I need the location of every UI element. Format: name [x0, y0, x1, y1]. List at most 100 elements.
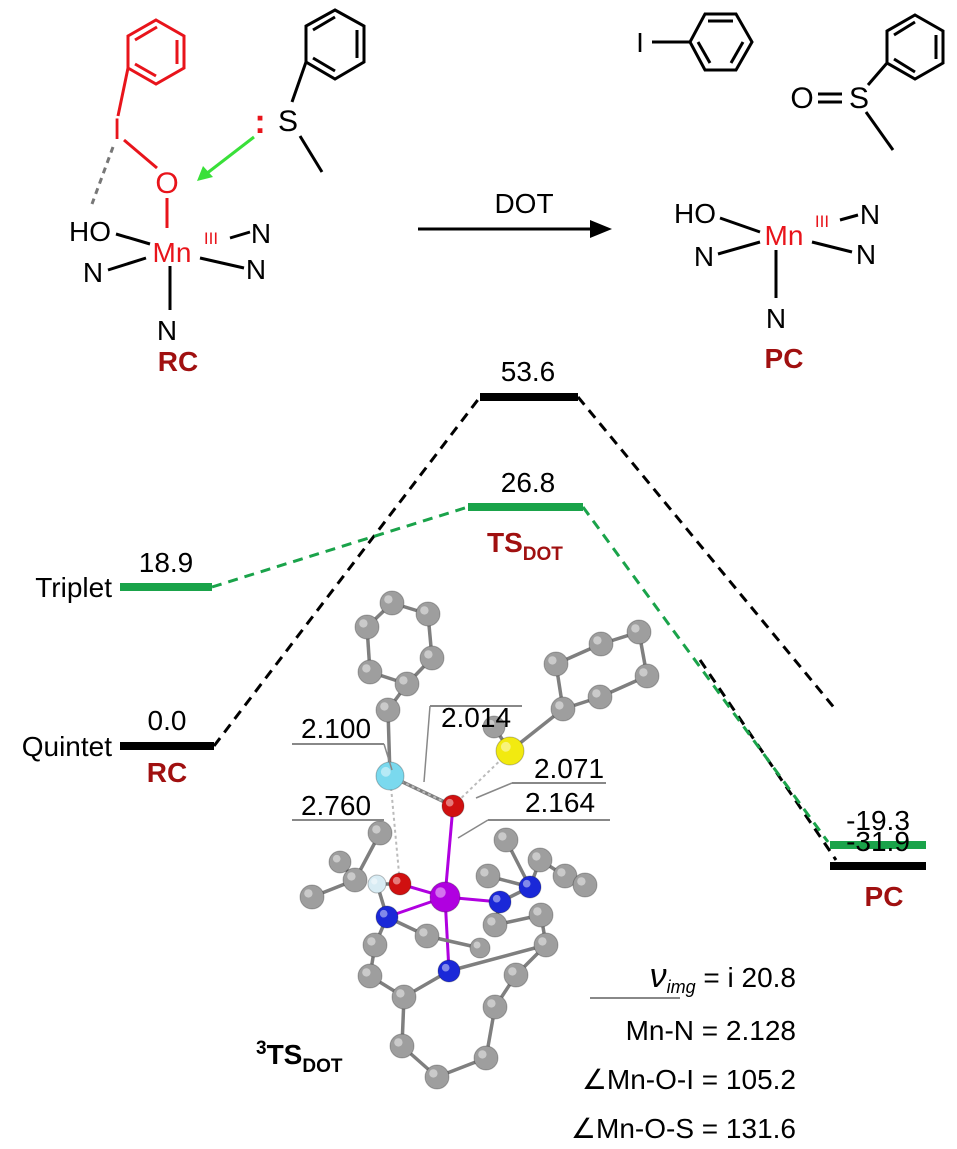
mn-n-distance: Mn-N = 2.128	[626, 1015, 796, 1046]
atom-highlight	[492, 894, 501, 903]
reaction-arrow-head	[590, 220, 612, 238]
carbon-atom	[473, 1045, 499, 1071]
iodine-oxygen-bond	[123, 138, 158, 170]
atom-highlight	[538, 937, 547, 946]
nitrogen-atom	[518, 875, 542, 899]
ring-iodine-bond	[116, 67, 130, 117]
atom-highlight	[424, 650, 433, 659]
atom-highlight	[508, 967, 517, 976]
atom-highlight	[522, 879, 531, 888]
atom-highlight	[593, 636, 602, 645]
nu-value: = i 20.8	[696, 962, 796, 993]
carbon-atom	[367, 820, 393, 846]
atom-highlight	[399, 676, 408, 685]
nu-subscript: img	[667, 977, 696, 997]
ring-double-bond	[134, 25, 158, 42]
carbon-atom	[328, 850, 352, 874]
ho-mn-bond	[719, 216, 761, 234]
ligand-n-label: N	[157, 315, 177, 346]
manganese-atom	[429, 881, 461, 913]
mn-n-bond	[199, 256, 245, 270]
carbon-atom	[587, 684, 613, 710]
ring-double-bond	[696, 41, 712, 64]
atom-highlight	[473, 941, 481, 949]
ring-sulfur-bond	[290, 61, 308, 103]
reaction-arrow-label: DOT	[494, 188, 553, 219]
atom-highlight	[577, 877, 586, 886]
carbon-atom	[552, 863, 578, 889]
atom-highlight	[380, 702, 389, 711]
ligand-n-label: N	[251, 218, 271, 249]
atom-highlight	[372, 825, 381, 834]
oxygen-atom-label: O	[155, 167, 178, 200]
quintet-state-label: Quintet	[22, 731, 112, 762]
atom-highlight	[631, 624, 640, 633]
ring-double-bond	[893, 20, 916, 37]
atom-highlight	[548, 656, 557, 665]
carbon-atom	[362, 932, 388, 958]
ring-double-bond	[312, 15, 336, 32]
carbon-atom	[357, 659, 383, 685]
sulfoxide-s-label: S	[849, 82, 869, 115]
distance-leader-line	[457, 819, 489, 839]
product-complex: I S O HO Mn III N N N N PC	[636, 12, 945, 374]
iodobenzene-i-label: I	[636, 27, 644, 58]
iodobenzene-ring	[126, 18, 186, 86]
atom-highlight	[532, 852, 541, 861]
carbon-atom	[482, 994, 508, 1020]
manganese-label: Mn	[153, 237, 192, 268]
quintet-ts-energy: 53.6	[501, 356, 556, 387]
atom-highlight	[347, 872, 356, 881]
carbon-atom	[379, 590, 405, 616]
atom-highlight	[487, 917, 496, 926]
ts-structure-atoms	[299, 590, 660, 1090]
mn-n-bond	[839, 213, 859, 222]
ligand-n-label: N	[83, 257, 103, 288]
carbon-atom	[389, 1033, 415, 1059]
atom-highlight	[478, 1050, 487, 1059]
mn-o-s-angle: ∠Mn-O-S = 131.6	[571, 1113, 796, 1144]
ring-double-bond	[729, 41, 745, 64]
triplet-state-label: Triplet	[35, 572, 112, 603]
oxygen-atom	[441, 794, 465, 818]
carbon-atom	[469, 937, 491, 959]
triplet-pc-energy: -19.3	[846, 805, 910, 836]
oxidation-state-label: III	[815, 212, 829, 231]
carbon-atom	[414, 923, 440, 949]
ts-main-text: TS	[487, 527, 523, 558]
sulfur-atom-label: S	[278, 105, 298, 138]
ligand-n-label: N	[694, 241, 714, 272]
atom-highlight	[486, 719, 495, 728]
nitrogen-atom	[375, 905, 399, 929]
atom-highlight	[441, 963, 450, 972]
distance-callouts: 2.100 2.014 2.071 2.760 2.164	[292, 702, 610, 839]
carbon-atom	[533, 932, 559, 958]
iodine-atom-label: I	[113, 113, 121, 146]
ts-structure-label: 3TSDOT	[256, 1038, 343, 1077]
ligand-n-label: N	[766, 303, 786, 334]
quintet-rc-energy: 0.0	[148, 705, 187, 736]
carbon-atom	[357, 963, 383, 989]
carbon-atom	[550, 696, 576, 722]
carbon-atom	[375, 697, 401, 723]
mn-n-bond	[717, 240, 761, 256]
pc-label: PC	[765, 343, 804, 374]
distance-leader-line	[383, 743, 393, 771]
triplet-rc-energy: 18.9	[139, 547, 194, 578]
oxygen-atom	[388, 872, 412, 896]
atom-highlight	[420, 606, 429, 615]
ts-structure-model	[299, 590, 660, 1090]
triplet-connector-ts-pc	[581, 506, 830, 843]
distance-s-o-label: 2.071	[534, 753, 604, 784]
atom-highlight	[480, 868, 489, 877]
imaginary-frequency: νimg = i 20.8	[650, 957, 796, 997]
mn-o-i-angle: ∠Mn-O-I = 105.2	[582, 1064, 796, 1095]
atom-highlight	[394, 1038, 403, 1047]
sulfoxide-ring	[885, 13, 945, 81]
ts-structure-subscript: DOT	[302, 1056, 343, 1077]
carbon-atom	[543, 651, 569, 677]
ligand-n-label: N	[856, 239, 876, 270]
geometry-parameters: νimg = i 20.8 Mn-N = 2.128 ∠Mn-O-I = 105…	[571, 957, 796, 1144]
quintet-pc-energy: -31.9	[846, 826, 910, 857]
oxidation-state-label: III	[204, 229, 218, 248]
